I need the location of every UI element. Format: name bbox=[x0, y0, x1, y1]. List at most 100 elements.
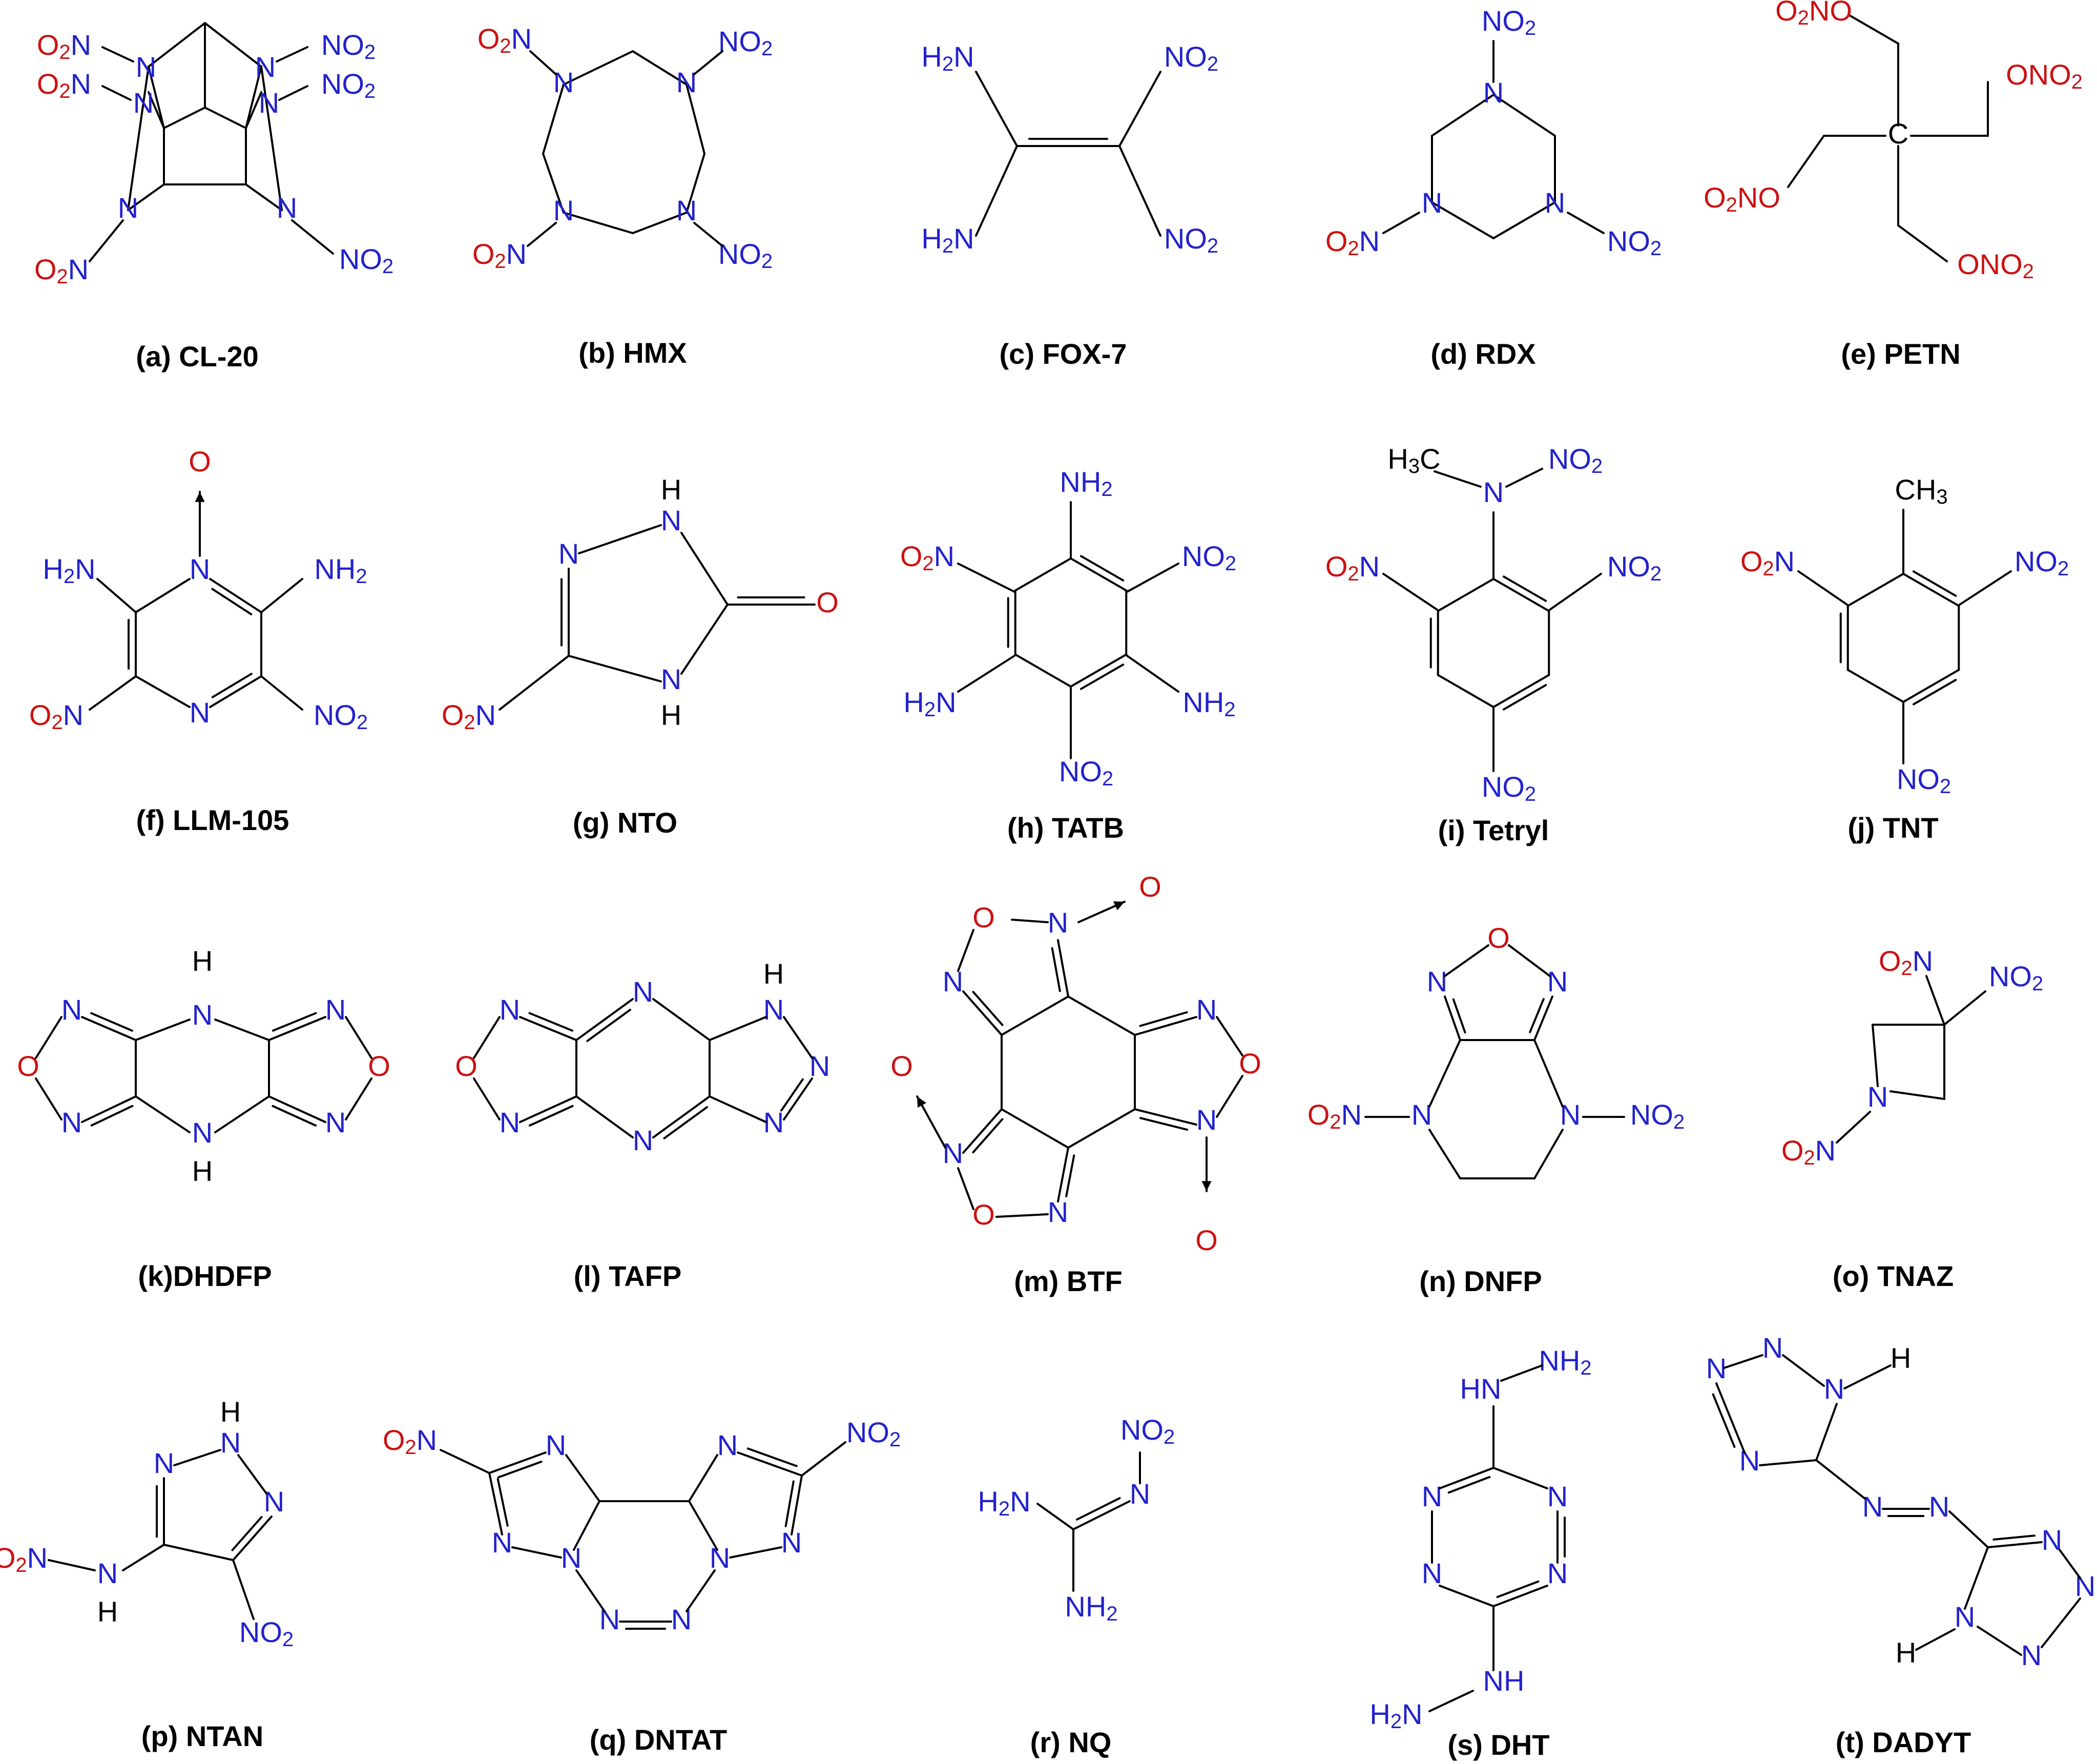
atom-label: N bbox=[1824, 1373, 1844, 1405]
caption-s: (s) DHT bbox=[1447, 1729, 1549, 1761]
atom-label: NO2 bbox=[1607, 225, 1662, 260]
bond bbox=[127, 183, 165, 211]
bond bbox=[268, 1016, 326, 1041]
bond bbox=[709, 1016, 767, 1041]
bond bbox=[148, 66, 165, 129]
atom-label: O2NO bbox=[1775, 0, 1852, 29]
bond bbox=[542, 84, 565, 155]
bond bbox=[1492, 674, 1550, 708]
atom-label: N bbox=[259, 87, 279, 119]
atom-label: N bbox=[943, 1137, 963, 1169]
caption-m: (m) BTF bbox=[1014, 1265, 1123, 1297]
bond bbox=[1428, 1690, 1474, 1712]
atom-label: H2N bbox=[978, 1485, 1030, 1520]
bond bbox=[1925, 975, 1945, 1026]
bond bbox=[1439, 1467, 1494, 1489]
atom-label: O bbox=[368, 1050, 390, 1082]
atom-label: O2N bbox=[0, 1542, 48, 1576]
bond bbox=[791, 1475, 803, 1535]
atom-label: NH2 bbox=[1060, 466, 1112, 501]
bond bbox=[957, 929, 974, 972]
atom-label: N bbox=[558, 537, 579, 570]
caption-l: (l) TAFP bbox=[574, 1260, 681, 1292]
atom-label: H3C bbox=[1387, 443, 1440, 478]
atom-label: NO2 bbox=[1482, 5, 1536, 39]
atom-label: N bbox=[1483, 476, 1504, 508]
atom-label: N bbox=[2042, 1524, 2062, 1556]
atom-label: N bbox=[1929, 1490, 1949, 1523]
atom-label: H bbox=[661, 699, 681, 731]
atom-label: N bbox=[809, 1050, 830, 1082]
bond bbox=[1902, 669, 1960, 703]
atom-label: O bbox=[1139, 870, 1161, 903]
bond bbox=[1001, 1108, 1069, 1149]
bond bbox=[652, 1095, 711, 1138]
bond bbox=[345, 1016, 372, 1059]
atom-label: NO2 bbox=[1548, 443, 1603, 478]
bond bbox=[245, 91, 262, 129]
caption-g: (g) NTO bbox=[573, 806, 677, 839]
bond bbox=[1843, 1364, 1892, 1389]
bond bbox=[1815, 1459, 1866, 1500]
atom-label: N bbox=[553, 194, 574, 226]
atom-label: ONO2 bbox=[2006, 58, 2083, 93]
bond bbox=[1533, 995, 1553, 1041]
atom-label: N bbox=[710, 1542, 730, 1574]
atom-label: N bbox=[133, 87, 154, 119]
caption-a: (a) CL-20 bbox=[136, 340, 259, 372]
bond bbox=[1079, 555, 1125, 582]
atom-label: O bbox=[816, 586, 839, 618]
atom-label: N bbox=[192, 999, 213, 1031]
bond bbox=[148, 91, 165, 129]
atom-label: N bbox=[763, 993, 784, 1026]
bond bbox=[528, 1105, 574, 1127]
bond bbox=[96, 578, 137, 613]
atom-label: N bbox=[61, 993, 82, 1026]
atom-label: N bbox=[661, 663, 681, 695]
bond bbox=[680, 532, 729, 606]
atom-label: N bbox=[1560, 1098, 1581, 1131]
caption-o: (o) TNAZ bbox=[1833, 1260, 1954, 1292]
bond bbox=[511, 1546, 562, 1559]
bond bbox=[1492, 1585, 1548, 1607]
atom-label: O2N bbox=[37, 29, 91, 64]
captions: (a) CL-20 (b) HMX (c) FOX-7 (d) RDX (e) … bbox=[136, 337, 1971, 1761]
bond bbox=[1712, 1393, 1736, 1448]
atom-label: H2N bbox=[921, 222, 974, 257]
bond bbox=[1492, 94, 1556, 137]
atom-label: H bbox=[220, 1396, 241, 1428]
bond bbox=[1216, 1075, 1243, 1118]
bond bbox=[1452, 998, 1466, 1034]
bond bbox=[135, 675, 191, 708]
atom-label: NO2 bbox=[339, 243, 393, 278]
atom-label: N bbox=[325, 993, 346, 1026]
bond bbox=[1001, 995, 1069, 1036]
atom-label: HN bbox=[1460, 1373, 1502, 1405]
bond bbox=[499, 655, 570, 711]
bond bbox=[1890, 1090, 1945, 1100]
caption-e: (e) PETN bbox=[1841, 338, 1960, 370]
atom-label: O2N bbox=[1781, 1134, 1836, 1169]
bond bbox=[519, 1095, 577, 1123]
bond bbox=[1567, 212, 1605, 234]
atom-label: O bbox=[972, 1198, 995, 1231]
bond bbox=[693, 50, 723, 75]
arrow-head bbox=[195, 492, 205, 502]
atom-label: N bbox=[1545, 186, 1565, 219]
atom-label: N bbox=[1547, 965, 1568, 998]
atom-label: O2NO bbox=[1704, 181, 1780, 216]
atom-label: NO2 bbox=[321, 68, 376, 102]
atom-label: NO2 bbox=[718, 238, 773, 273]
atom-label: H2N bbox=[43, 553, 95, 588]
bond bbox=[1216, 1016, 1243, 1056]
bond bbox=[473, 1077, 501, 1120]
atom-label: NH bbox=[1483, 1665, 1525, 1697]
bond bbox=[1797, 570, 1848, 606]
atom-label: O bbox=[1195, 1224, 1218, 1256]
bond bbox=[1492, 201, 1556, 239]
